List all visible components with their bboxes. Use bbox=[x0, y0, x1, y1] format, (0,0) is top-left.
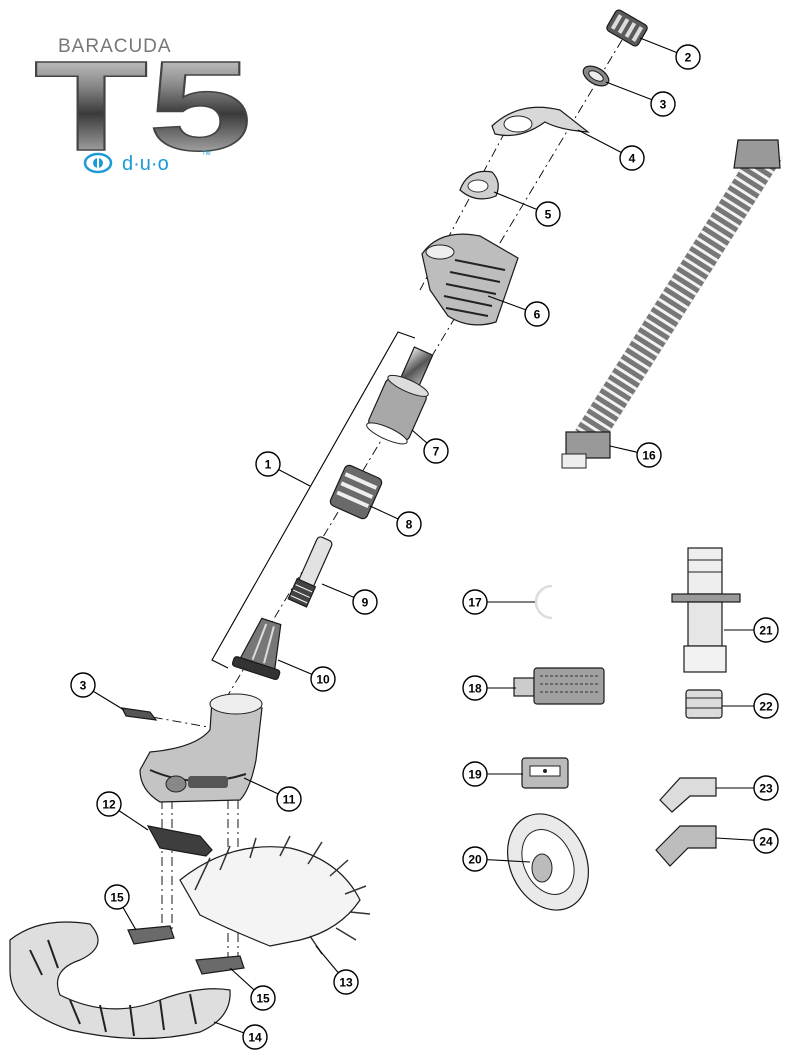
callout-circle-c1 bbox=[255, 451, 281, 477]
callout-number-c4: 4 bbox=[629, 152, 636, 166]
part-3-ring bbox=[582, 65, 610, 87]
callout-circle-c24 bbox=[753, 828, 779, 854]
callout-circle-c4 bbox=[619, 145, 645, 171]
callout-circle-c15a bbox=[104, 884, 130, 910]
callout-labels: 1233456789101112131415151617181920212223… bbox=[70, 37, 779, 1050]
callout-number-c2: 2 bbox=[685, 51, 692, 65]
callout-circle-c9 bbox=[352, 589, 378, 615]
callout-number-c3b: 3 bbox=[80, 679, 87, 693]
callout-number-c19: 19 bbox=[468, 768, 482, 782]
part-22-ring bbox=[685, 689, 723, 719]
callout-circle-c16 bbox=[636, 442, 662, 468]
part-5-cap bbox=[459, 170, 499, 200]
part-17-c-clip bbox=[534, 584, 553, 620]
callout-circle-c12 bbox=[96, 791, 122, 817]
callout-circle-c19 bbox=[462, 761, 488, 787]
callout-number-c21: 21 bbox=[759, 624, 773, 638]
part-15-pad bbox=[127, 925, 245, 975]
callout-circle-c2 bbox=[675, 44, 701, 70]
part-10-nozzle bbox=[231, 617, 282, 681]
callout-number-c8: 8 bbox=[406, 518, 413, 532]
callout-circle-c23 bbox=[753, 775, 779, 801]
brand-logo: BARACUDA T5 d·u·o TM bbox=[33, 34, 253, 179]
callout-number-c1: 1 bbox=[265, 458, 272, 472]
callout-number-c18: 18 bbox=[468, 682, 482, 696]
callout-number-c20: 20 bbox=[468, 853, 482, 867]
callout-number-c12: 12 bbox=[102, 798, 116, 812]
callout-number-c9: 9 bbox=[362, 596, 369, 610]
callout-number-c7: 7 bbox=[433, 445, 440, 459]
callout-number-c5: 5 bbox=[545, 208, 552, 222]
callout-number-c22: 22 bbox=[759, 700, 773, 714]
part-9-spring-shaft bbox=[287, 536, 333, 608]
callout-circle-c3b bbox=[70, 672, 96, 698]
callout-circle-c11 bbox=[276, 786, 302, 812]
duo-eye-icon bbox=[83, 152, 113, 174]
brand-name: BARACUDA bbox=[58, 36, 172, 57]
part-21-valve-body bbox=[671, 547, 741, 673]
callout-circle-c17 bbox=[462, 589, 488, 615]
part-6-housing bbox=[421, 233, 519, 326]
duo-subline: d·u·o bbox=[122, 153, 169, 175]
callout-circle-c22 bbox=[753, 693, 779, 719]
part-13-skirt bbox=[179, 835, 371, 955]
callout-number-c11: 11 bbox=[283, 793, 296, 807]
callout-circle-c10 bbox=[310, 666, 336, 692]
model-name: T5 bbox=[34, 35, 252, 178]
part-3-clip bbox=[120, 707, 158, 721]
callout-circle-c3a bbox=[650, 91, 676, 117]
part-7-tube bbox=[366, 346, 434, 445]
part-19-clamp bbox=[521, 757, 569, 789]
part-11-cleaner-body bbox=[139, 693, 263, 803]
callout-number-c17: 17 bbox=[468, 596, 482, 610]
part-14-track bbox=[9, 921, 231, 1040]
callout-number-c24: 24 bbox=[759, 835, 773, 849]
part-2-swivel-nut bbox=[606, 9, 648, 47]
callout-number-c6: 6 bbox=[534, 308, 541, 322]
callout-number-c15b: 15 bbox=[256, 992, 270, 1006]
callout-number-c13: 13 bbox=[339, 976, 353, 990]
callout-number-c23: 23 bbox=[759, 782, 773, 796]
part-12-deflector bbox=[146, 825, 213, 857]
part-20-disc bbox=[506, 813, 590, 911]
callout-circle-c8 bbox=[396, 511, 422, 537]
callout-circle-c18 bbox=[462, 675, 488, 701]
part-8-gear-collar bbox=[329, 464, 383, 520]
callout-circle-c6 bbox=[524, 301, 550, 327]
callout-circle-c21 bbox=[753, 617, 779, 643]
callout-circle-c5 bbox=[535, 201, 561, 227]
callout-number-c15a: 15 bbox=[110, 891, 124, 905]
part-23-elbow bbox=[659, 777, 717, 813]
callout-circle-c14 bbox=[242, 1024, 268, 1050]
part-4-top-cover bbox=[491, 106, 590, 137]
callout-circle-c15b bbox=[250, 985, 276, 1011]
callout-circle-c20 bbox=[462, 846, 488, 872]
part-24-elbow bbox=[655, 825, 717, 867]
part-16-hose bbox=[561, 139, 783, 469]
callout-number-c16: 16 bbox=[642, 449, 656, 463]
callout-circle-c7 bbox=[423, 438, 449, 464]
callout-number-c10: 10 bbox=[316, 673, 330, 687]
part-18-valve bbox=[513, 667, 605, 705]
trademark: TM bbox=[202, 151, 211, 157]
callout-number-c14: 14 bbox=[248, 1031, 262, 1045]
callout-number-c3a: 3 bbox=[660, 98, 667, 112]
callout-circle-c13 bbox=[333, 969, 359, 995]
